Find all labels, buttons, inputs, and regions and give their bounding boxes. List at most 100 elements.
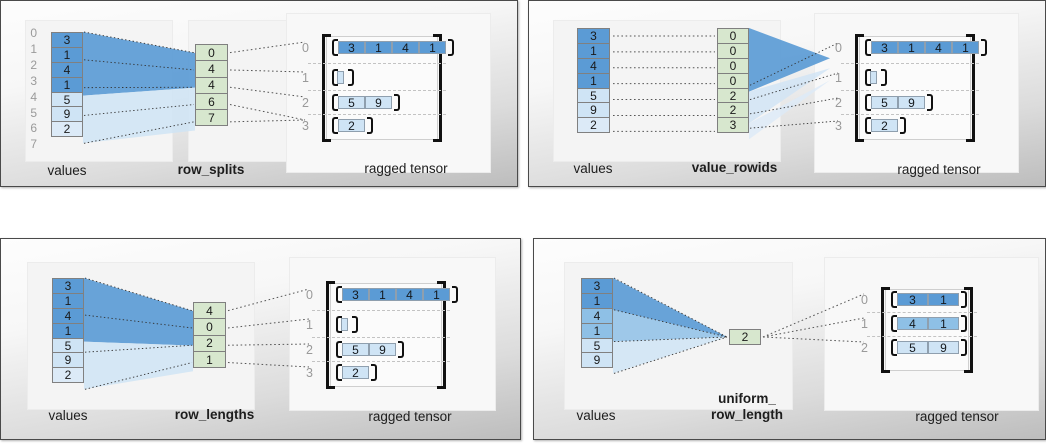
value-cell: 4 [581, 307, 613, 324]
tensor-cell: 3 [897, 293, 928, 306]
value-cell: 1 [51, 46, 83, 63]
tensor-row: 2 [336, 364, 377, 381]
partition-cell: 2 [717, 87, 749, 104]
partition-cell: 4 [193, 302, 226, 320]
tensor-cell: 9 [369, 343, 396, 356]
value-cell: 3 [577, 28, 610, 44]
values-caption: values [48, 408, 88, 423]
tensor-cell: 2 [871, 119, 898, 132]
tensor-cell: 4 [392, 41, 419, 54]
value-index-label: 1 [30, 41, 37, 56]
partition-cell: 0 [195, 44, 228, 62]
value-index-label: 4 [30, 89, 37, 104]
value-cell: 9 [52, 352, 84, 369]
tensor-row [332, 69, 354, 86]
row-index-label: 1 [302, 70, 309, 85]
row-separator [308, 90, 446, 91]
partition-caption: value_rowids [691, 160, 778, 175]
tensor-cell: 3 [871, 41, 898, 54]
tensor-cell: 2 [342, 366, 369, 379]
value-index-label: 5 [30, 105, 37, 120]
inner-bracket-right [961, 315, 967, 332]
value-cell: 5 [581, 337, 613, 354]
row-separator [312, 309, 450, 311]
value-cell: 1 [577, 42, 610, 59]
tensor-cell: 3 [338, 41, 365, 54]
partition-cell: 0 [717, 42, 749, 59]
value-cell: 3 [51, 32, 83, 48]
tensor-cell: 1 [928, 293, 959, 306]
value-cell: 2 [577, 117, 610, 134]
subpanel-0 [25, 20, 173, 162]
inner-bracket-left [332, 94, 338, 111]
row-index-label: 2 [861, 340, 868, 355]
tensor-cell: 5 [338, 96, 365, 109]
tensor-cell: 9 [365, 96, 392, 109]
inner-bracket-left [865, 117, 871, 134]
partition-cell: 6 [195, 92, 228, 111]
row-separator [841, 90, 979, 91]
value-index-label: 2 [30, 57, 37, 72]
inner-bracket-right [448, 39, 454, 56]
row-index-label: 1 [861, 316, 868, 331]
tensor-cell: 1 [423, 288, 450, 301]
value-cell: 1 [52, 292, 84, 309]
outer-bracket-right [966, 34, 975, 142]
inner-bracket-right [452, 286, 458, 303]
tensor-row: 2 [332, 117, 373, 134]
partition-cell: 0 [193, 318, 226, 336]
partition-cell: 2 [729, 329, 761, 345]
row-separator [312, 361, 450, 362]
tensor-caption: ragged tensor [897, 162, 981, 177]
value-cell: 1 [577, 72, 610, 89]
inner-bracket-right [348, 69, 354, 86]
inner-bracket-right [398, 341, 404, 358]
value-cell: 1 [581, 292, 613, 309]
row-separator [841, 114, 979, 115]
tensor-cell: 1 [419, 41, 446, 54]
row-index-label: 1 [306, 317, 313, 332]
outer-bracket-left [855, 34, 864, 142]
inner-bracket-left [336, 286, 342, 303]
inner-bracket-right [927, 94, 933, 111]
tensor-row [336, 316, 358, 333]
tensor-cell: 5 [871, 96, 898, 109]
value-cell: 2 [52, 367, 84, 384]
tensor-cell: 2 [338, 119, 365, 132]
row-index-label: 1 [835, 70, 842, 85]
row-separator [841, 62, 979, 64]
inner-bracket-left [865, 39, 871, 56]
row-index-label: 3 [306, 365, 313, 380]
tensor-empty-cell [341, 318, 348, 331]
row-index-label: 3 [302, 118, 309, 133]
inner-bracket-left [336, 341, 342, 358]
value-cell: 4 [52, 307, 84, 324]
tensor-cell: 1 [369, 288, 396, 301]
value-index-label: 6 [30, 121, 37, 136]
values-caption: values [573, 161, 613, 176]
partition-cell: 3 [717, 117, 749, 134]
tensor-cell: 4 [396, 288, 423, 301]
tensor-empty-cell [337, 71, 344, 84]
partition-cell: 0 [717, 72, 749, 89]
row-index-label: 0 [861, 292, 868, 307]
partition-caption: row_splits [177, 162, 245, 177]
tensor-cell: 3 [342, 288, 369, 301]
values-caption: values [47, 163, 87, 178]
value-index-label: 7 [30, 137, 37, 152]
value-cell: 2 [51, 121, 83, 138]
tensor-cell: 1 [365, 41, 392, 54]
inner-bracket-right [981, 39, 987, 56]
tensor-cell: 1 [928, 317, 959, 330]
tensor-cell: 5 [897, 341, 928, 354]
value-cell: 1 [51, 76, 83, 93]
